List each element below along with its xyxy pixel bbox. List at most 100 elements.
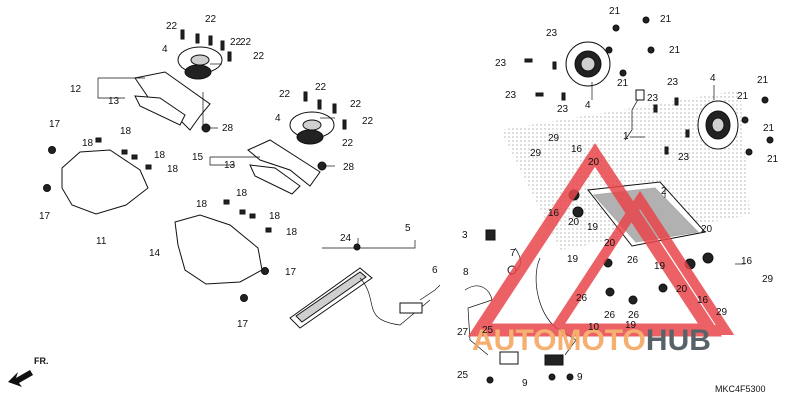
callout: 18 [167,164,179,175]
callout: 22 [279,89,291,100]
callout: 27 [457,327,469,338]
wire-harness [464,229,577,384]
clips-18 [95,137,272,233]
speaker-4-upper-left [177,46,223,80]
callout: 21 [660,14,672,25]
direction-arrow: FR. [8,356,49,387]
callout: 22 [166,21,178,32]
callout: 22 [342,138,354,149]
callout: 3 [462,230,468,241]
callout: 4 [710,73,716,84]
callout: 20 [701,224,713,235]
callout: 10 [588,322,600,333]
callout: 4 [162,44,168,55]
callout: 26 [628,310,640,321]
callout: 22 [205,14,217,25]
bracket-1 [624,89,645,141]
speaker-4-right-upper [565,41,611,87]
screws-23 [524,58,690,155]
callout: 25 [482,325,494,336]
callout: 20 [568,217,580,228]
callout: 23 [557,104,569,115]
callout: 29 [548,133,560,144]
callout: 22 [350,99,362,110]
callout: 18 [196,199,208,210]
callout: 21 [767,154,779,165]
callout: 18 [120,126,132,137]
watermark: AUTOMOTOHUB [467,143,735,357]
callout: 22 [230,37,242,48]
callout: 17 [285,267,297,278]
cover-11 [61,149,149,215]
callout: 9 [577,372,583,383]
callout: 18 [286,227,298,238]
callout: 19 [587,222,599,233]
callout: 21 [763,123,775,134]
callout: 16 [571,144,583,155]
cover-14 [174,214,263,285]
callout: 4 [275,113,281,124]
callout: 21 [617,78,629,89]
module-5 [289,243,441,329]
bracket-15 [247,139,321,187]
nuts-21 [605,16,774,156]
callout: 20 [588,157,600,168]
callout: 18 [154,150,166,161]
callout: 19 [625,320,637,331]
callout: 14 [149,248,161,259]
direction-label: FR. [34,356,49,366]
callout: 26 [576,293,588,304]
callout: 23 [647,93,659,104]
callout: 4 [585,100,591,111]
callout: 26 [604,310,616,321]
plate-13 [134,95,186,126]
callout: 13 [108,96,120,107]
callout: 23 [667,77,679,88]
callout: 16 [697,295,709,306]
callout: 21 [669,45,681,56]
callout: 26 [627,255,639,266]
callout: 20 [604,238,616,249]
callout: 23 [678,152,690,163]
upper-left-speaker-group [134,29,232,133]
callout-labels: 22 22 22 4 22 22 12 13 28 17 18 18 18 18… [39,6,779,389]
speaker-4-right-lower [697,100,739,150]
callout: 13 [224,160,236,171]
leader-lines [97,63,745,265]
callout: 6 [432,265,438,276]
callout: 8 [463,267,469,278]
callout: 12 [70,84,82,95]
lower-left-speaker-group [247,91,347,195]
callout: 29 [716,307,728,318]
callout: 2 [661,186,667,197]
bolts-17 [43,146,269,302]
callout: 29 [762,274,774,285]
callout: 23 [546,28,558,39]
callout: 22 [240,37,252,48]
callout: 19 [654,261,666,272]
callout: 16 [741,256,753,267]
callout: 15 [192,152,204,163]
callout: 16 [548,208,560,219]
callout: 17 [237,319,249,330]
screws-22-middle [303,91,347,130]
callout: 20 [676,284,688,295]
callout: 25 [457,370,469,381]
plate-13-lower [249,164,301,195]
diagram-code: MKC4F5300 [715,384,766,394]
callout: 21 [757,75,769,86]
callout: 19 [567,254,579,265]
callout: 7 [510,248,516,259]
callout: 21 [609,6,621,17]
callout: 11 [96,236,107,247]
watermark-text: AUTOMOTOHUB [472,324,711,357]
callout: 17 [49,119,61,130]
callout: 22 [253,51,265,62]
callout: 22 [315,82,327,93]
speaker-4-middle [289,111,335,145]
watermark-triangle-right [545,190,735,335]
callout: 22 [362,116,374,127]
callout: 21 [737,91,749,102]
callout: 28 [343,162,355,173]
